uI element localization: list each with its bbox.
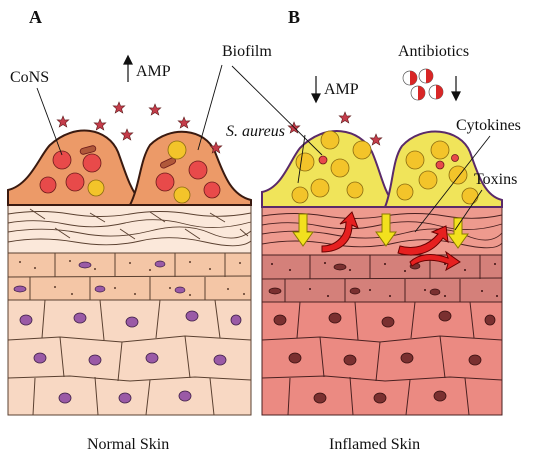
normal-granules: [14, 260, 245, 296]
cytokine-arrows: [321, 211, 461, 272]
normal-biofilm-dome-left: [7, 129, 141, 206]
normal-skin-caption: Normal Skin: [87, 436, 170, 453]
toxin-arrows: [292, 213, 469, 249]
antibiotics-label: Antibiotics: [398, 43, 470, 60]
inflamed-leader-lines: [231, 65, 491, 233]
normal-skin-panel: [7, 54, 252, 416]
s-aureus-label: S. aureus: [226, 123, 285, 140]
normal-corneum-lines: [7, 208, 252, 247]
inflamed-s-aureus-cells: [291, 130, 479, 205]
normal-s-aureus-cells: [87, 140, 191, 204]
antibiotics-down-arrow-icon: [451, 76, 461, 102]
normal-leader-lines: [36, 64, 223, 156]
normal-granular-nuclei: [13, 260, 186, 294]
amp-up-arrow-icon: [123, 54, 133, 82]
inflamed-basal-nuclei: [273, 310, 496, 404]
biofilm-label: Biofilm: [222, 43, 272, 60]
normal-basal-nuclei: [19, 310, 242, 404]
inflamed-skin-panel: [231, 65, 503, 416]
amp-down-arrow-icon: [311, 76, 321, 104]
inflamed-cons-cells: [318, 154, 459, 170]
amp-label-normal: AMP: [136, 63, 171, 80]
panel-b-label: B: [288, 7, 301, 27]
antibiotic-pills-icon: [402, 68, 444, 101]
normal-basal-cells: [7, 299, 252, 416]
toxins-label: Toxins: [474, 171, 518, 188]
cytokines-label: Cytokines: [456, 117, 521, 134]
cons-label: CoNS: [10, 69, 50, 86]
amp-label-inflamed: AMP: [324, 81, 359, 98]
inflamed-skin-caption: Inflamed Skin: [329, 436, 421, 453]
panel-a-label: A: [29, 7, 42, 27]
cons-cells: [39, 145, 221, 199]
